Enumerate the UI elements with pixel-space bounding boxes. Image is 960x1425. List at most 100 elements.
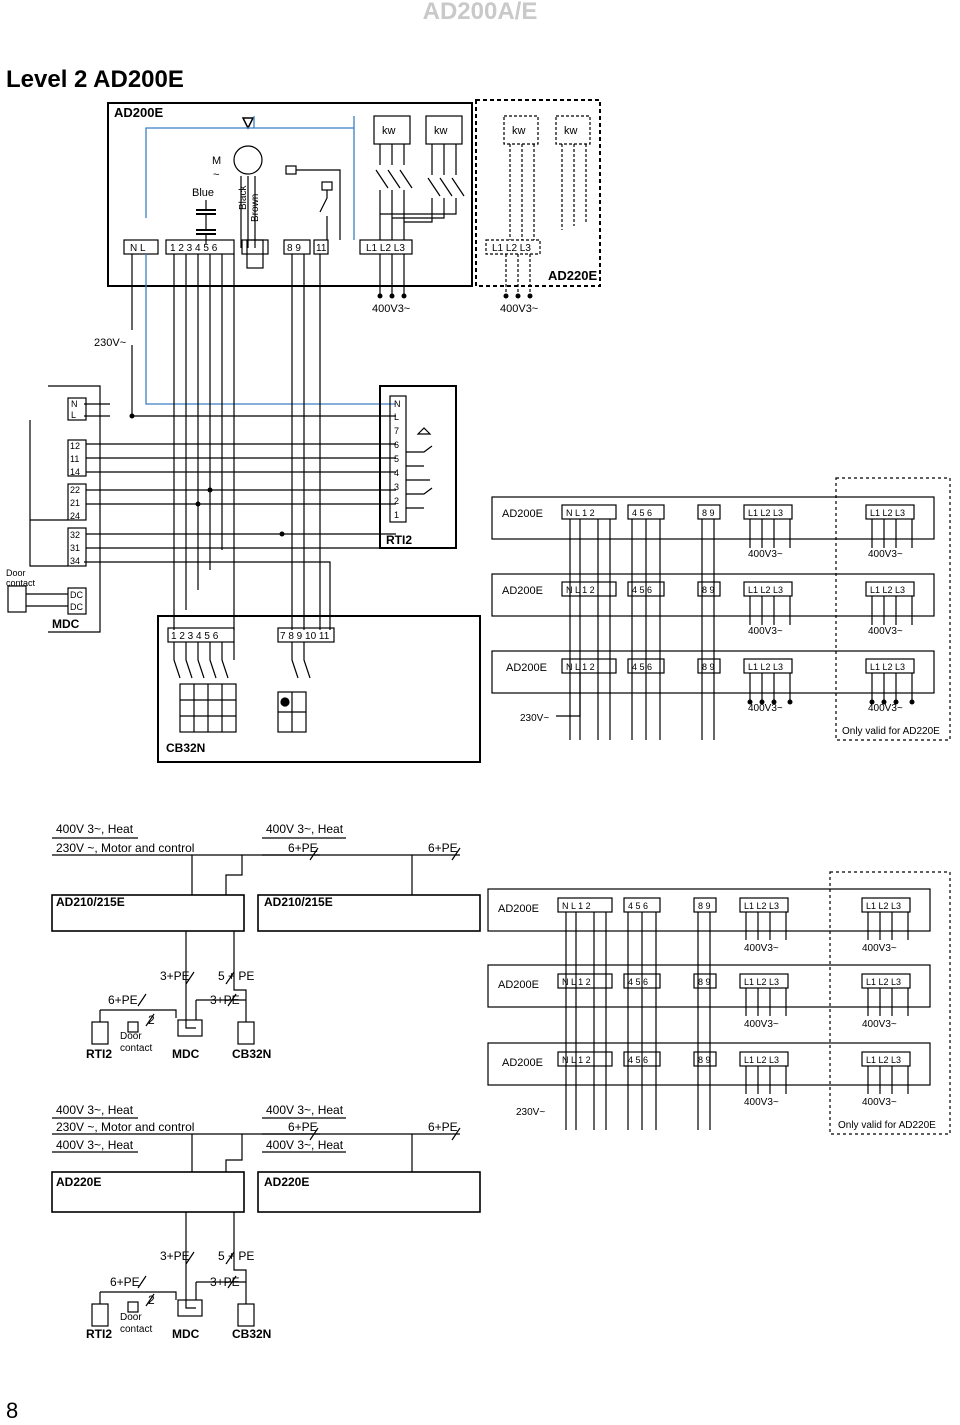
s1-pe5-label: 5 + PE <box>218 969 254 983</box>
s2-pe3b-label: 3+PE <box>210 1275 240 1289</box>
slave-terms: 8 9 <box>698 1055 711 1065</box>
thermostat-contacts <box>285 165 341 240</box>
slave-terms: 8 9 <box>698 901 711 911</box>
unit-label: AD200E <box>114 105 163 120</box>
cb32n-box <box>157 615 481 763</box>
mdc-box <box>7 385 101 633</box>
only-valid-note: Only valid for AD220E <box>838 1120 936 1131</box>
s2-contact-label: contact <box>120 1324 152 1335</box>
slave-supply-400: 400V3~ <box>744 1019 779 1030</box>
slave-unit-label: AD200E <box>498 903 539 915</box>
kw-label-2: kw <box>434 125 448 137</box>
wire-black-label: Black <box>238 185 249 210</box>
s1-pe3b-label: 3+PE <box>210 993 240 1007</box>
slave-terms: L1 L2 L3 <box>748 508 783 518</box>
slave-terms: L1 L2 L3 <box>748 662 783 672</box>
slave-terms: 4 5 6 <box>628 977 648 987</box>
s1-pe6-label-2: 6+PE <box>428 841 458 855</box>
slave-terms: 8 9 <box>702 662 715 672</box>
slave-terms: N L 1 2 <box>562 901 591 911</box>
s2-heat-label-3: 400V 3~, Heat <box>56 1138 134 1152</box>
main-supply-drops <box>379 254 531 296</box>
mdc-term: 21 <box>70 498 80 508</box>
slave-supply-400: 400V3~ <box>748 549 783 560</box>
contactor-switches <box>375 144 587 240</box>
s2-pe6-label-2: 6+PE <box>428 1120 458 1134</box>
kw-label-4: kw <box>564 125 578 137</box>
terminal-group-3: 8 9 <box>287 243 301 254</box>
s2-heat-label-2: 400V 3~, Heat <box>266 1103 344 1117</box>
supply-400-main: 400V3~ <box>372 303 410 315</box>
mdc-term-n: N <box>71 399 78 409</box>
slave-unit-label: AD200E <box>506 662 547 674</box>
slave-terms: L1 L2 L3 <box>744 977 779 987</box>
slave-terms: L1 L2 L3 <box>748 585 783 595</box>
page-number: 8 <box>6 1398 19 1423</box>
slave-supply-400: 400V3~ <box>868 626 903 637</box>
slave-terms: 4 5 6 <box>632 508 652 518</box>
s2-pe5-label: 5 + PE <box>218 1249 254 1263</box>
slave-terms: L1 L2 L3 <box>866 977 901 987</box>
s1-contact-label: contact <box>120 1043 152 1054</box>
s2-unit-a: AD220E <box>56 1175 101 1189</box>
rti2-label: RTI2 <box>386 533 412 547</box>
slave-terms: L1 L2 L3 <box>870 585 905 595</box>
s1-heat-label: 400V 3~, Heat <box>56 822 134 836</box>
slave-unit-label: AD200E <box>498 979 539 991</box>
s2-heat-label: 400V 3~, Heat <box>56 1103 134 1117</box>
s2-heat-label-4: 400V 3~, Heat <box>266 1138 344 1152</box>
slave-units-lower <box>487 871 951 1135</box>
s1-pe6-label: 6+PE <box>288 841 318 855</box>
connection-dots <box>129 293 915 705</box>
rti2-term: 3 <box>394 482 399 492</box>
mdc-term: 22 <box>70 485 80 495</box>
kw-label-3: kw <box>512 125 526 137</box>
rti2-term: N <box>394 399 401 409</box>
supply-230-main: 230V~ <box>94 337 126 349</box>
slave-terms: 4 5 6 <box>628 1055 648 1065</box>
rti2-term: 1 <box>394 510 399 520</box>
slave-terms: 4 5 6 <box>628 901 648 911</box>
slave-unit-label: AD200E <box>502 508 543 520</box>
cb32n-terms-a: 1 2 3 4 5 6 <box>171 631 219 642</box>
s2-cb32n-label: CB32N <box>232 1327 271 1341</box>
document-header: AD200A/E <box>0 0 960 30</box>
slave-terms: N L 1 2 <box>566 662 595 672</box>
slave-supply-400: 400V3~ <box>862 1019 897 1030</box>
s2-two-label: 2 <box>148 1293 155 1307</box>
s1-cb32n-label: CB32N <box>232 1047 271 1061</box>
slave-supply-400: 400V3~ <box>862 943 897 954</box>
s1-two-label: 2 <box>148 1013 155 1027</box>
rti2-term: 2 <box>394 496 399 506</box>
rti2-box <box>379 385 457 549</box>
cb32n-terms-b: 7 8 9 10 11 <box>280 631 330 642</box>
s2-motor-label: 230V ~, Motor and control <box>56 1120 194 1134</box>
terminal-group-5: L1 L2 L3 <box>366 243 405 254</box>
slave-terms: N L 1 2 <box>562 1055 591 1065</box>
mdc-term: 11 <box>70 454 79 464</box>
s1-motor-label: 230V ~, Motor and control <box>56 841 194 855</box>
option-unit-label: AD220E <box>548 268 597 283</box>
slave-units-upper <box>491 477 951 741</box>
door-label: Door <box>6 568 26 578</box>
s1-door-label: Door <box>120 1031 142 1042</box>
slave-terms: L1 L2 L3 <box>744 901 779 911</box>
slave-supply-400: 400V3~ <box>868 703 903 714</box>
contact-label: contact <box>6 578 36 588</box>
terminal-group-2: 1 2 3 4 5 6 <box>170 243 218 254</box>
slave-terms: L1 L2 L3 <box>870 662 905 672</box>
rti2-term: 4 <box>394 468 399 478</box>
mdc-term-l: L <box>71 410 76 420</box>
slave-terms: N L 1 2 <box>566 585 595 595</box>
mdc-term: 34 <box>70 556 80 566</box>
motor-tilde: ~ <box>213 169 219 181</box>
s1-mdc-label: MDC <box>172 1047 200 1061</box>
slave-terms: 4 5 6 <box>632 585 652 595</box>
slave-terms: L1 L2 L3 <box>866 901 901 911</box>
slave-terms: 8 9 <box>702 585 715 595</box>
s2-rti2-label: RTI2 <box>86 1327 112 1341</box>
s2-door-label: Door <box>120 1312 142 1323</box>
s2-pe6c-label: 6+PE <box>110 1275 140 1289</box>
mdc-term: 32 <box>70 530 80 540</box>
capacitor-group <box>196 200 216 244</box>
